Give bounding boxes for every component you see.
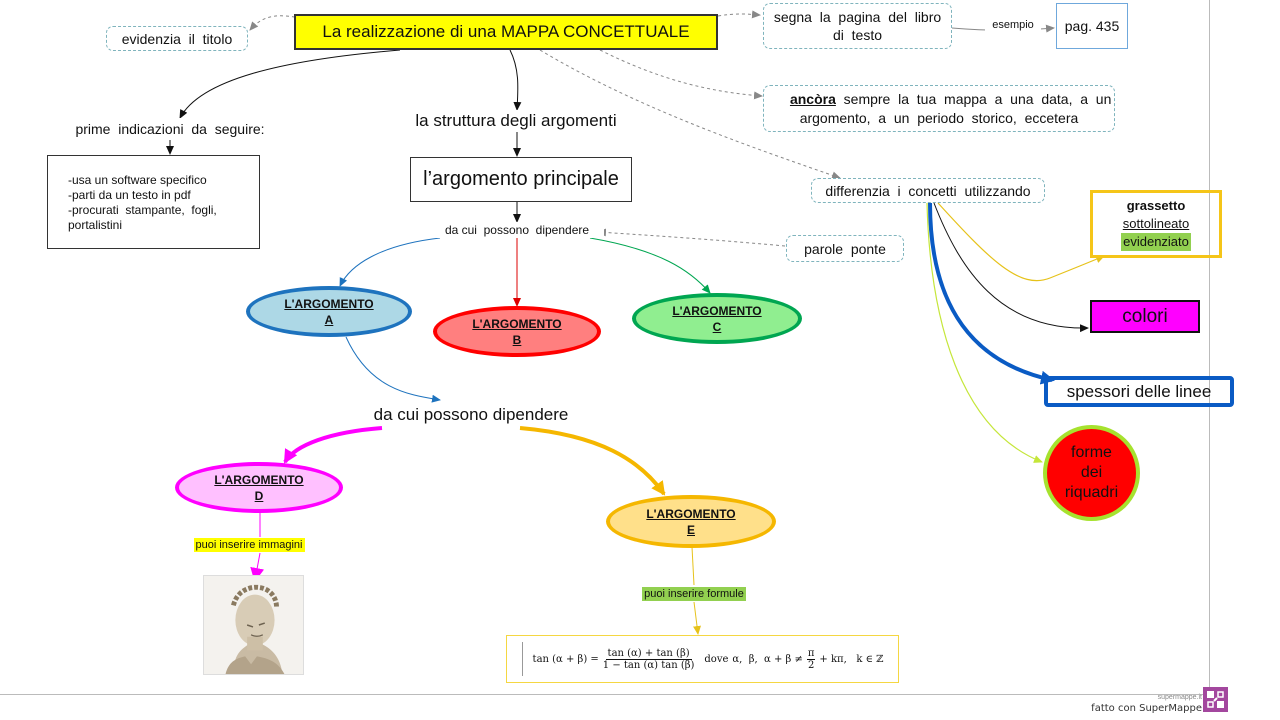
node-parole-ponte-text: parole ponte bbox=[804, 240, 886, 257]
link-dipendere2-d bbox=[283, 426, 383, 464]
node-differenzia-text: differenzia i concetti utilizzando bbox=[825, 182, 1031, 199]
node-evidenzia-text: evidenzia il titolo bbox=[121, 30, 233, 47]
node-dipendere-1-text: da cui possono dipendere bbox=[444, 223, 590, 237]
link-dipendere-a bbox=[339, 237, 441, 287]
map-title[interactable]: La realizzazione di una MAPPA CONCETTUAL… bbox=[294, 14, 718, 50]
node-grassetto[interactable]: grassetto sottolineato evidenziato bbox=[1090, 190, 1222, 258]
node-principale-text: l’argomento principale bbox=[423, 168, 619, 190]
oval-argomento-d-text: L'ARGOMENTO D bbox=[214, 472, 304, 503]
oval-argomento-b[interactable]: L'ARGOMENTO B bbox=[433, 306, 601, 357]
formula-dove: dove bbox=[704, 653, 729, 665]
node-dipendere-1[interactable]: da cui possono dipendere bbox=[430, 222, 604, 238]
node-pagina-text: pag. 435 bbox=[1064, 18, 1120, 34]
node-struttura[interactable]: la struttura degli argomenti bbox=[400, 110, 632, 132]
ancora-bold: ancòra bbox=[789, 90, 836, 107]
formula-numerator: tan (α) + tan (β) bbox=[605, 647, 692, 660]
link-a-dipendere2 bbox=[345, 336, 441, 403]
formula-two: 2 bbox=[807, 659, 815, 671]
formula-condition-a: α, β, α + β ≠ bbox=[732, 653, 803, 665]
node-segna-text: segna la pagina del libro di testo bbox=[773, 9, 942, 43]
text-sottolineato: sottolineato bbox=[1122, 216, 1190, 231]
oval-argomento-c-text: L'ARGOMENTO C bbox=[672, 303, 762, 334]
link-formule-formula bbox=[693, 601, 701, 635]
link-title-differenzia bbox=[539, 49, 841, 180]
node-spessori[interactable]: spessori delle linee bbox=[1044, 376, 1234, 407]
footer-small: supermappe.it bbox=[1148, 694, 1202, 704]
formula-denominator: 1 − tan (α) tan (β) bbox=[602, 659, 695, 671]
link-title-prime bbox=[179, 49, 401, 119]
node-prime-text: prime indicazioni da seguire: bbox=[75, 121, 265, 137]
link-dipendere-c bbox=[589, 237, 711, 294]
label-formule[interactable]: puoi inserire formule bbox=[634, 586, 754, 602]
formula-inner: tan (α + β) = tan (α) + tan (β) 1 − tan … bbox=[521, 642, 884, 676]
oval-argomento-a-text: L'ARGOMENTO A bbox=[284, 296, 374, 327]
node-forme[interactable]: forme dei riquadri bbox=[1043, 425, 1140, 521]
supermappe-logo-icon[interactable] bbox=[1203, 687, 1228, 712]
map-title-text: La realizzazione di una MAPPA CONCETTUAL… bbox=[322, 22, 690, 41]
oval-argomento-e[interactable]: L'ARGOMENTO E bbox=[606, 495, 776, 548]
node-spessori-text: spessori delle linee bbox=[1066, 381, 1212, 401]
label-formule-text: puoi inserire formule bbox=[642, 587, 746, 601]
link-title-evidenzia bbox=[249, 15, 296, 31]
formula-lhs: tan (α + β) = bbox=[532, 653, 599, 665]
link-differenzia-colori bbox=[933, 202, 1089, 333]
text-evidenziato: evidenziato bbox=[1121, 233, 1191, 251]
ancora-rest: sempre la tua mappa a una data, a un arg… bbox=[799, 90, 1112, 126]
footer-credit: fatto con SuperMappe bbox=[1086, 703, 1202, 717]
oval-argomento-c[interactable]: L'ARGOMENTO C bbox=[632, 293, 802, 344]
oval-argomento-d[interactable]: L'ARGOMENTO D bbox=[175, 462, 343, 513]
oval-argomento-b-text: L'ARGOMENTO B bbox=[472, 316, 562, 347]
link-title-struttura bbox=[509, 49, 522, 111]
node-forme-text: forme dei riquadri bbox=[1064, 444, 1119, 501]
formula-fraction: tan (α) + tan (β) 1 − tan (α) tan (β) bbox=[603, 648, 695, 671]
link-dipendere2-e bbox=[519, 426, 666, 496]
map-frame bbox=[0, 0, 1210, 695]
link-title-ancora bbox=[599, 49, 763, 100]
oval-argomento-e-text: L'ARGOMENTO E bbox=[646, 506, 736, 537]
oval-argomento-a[interactable]: L'ARGOMENTO A bbox=[246, 286, 412, 337]
node-segna[interactable]: segna la pagina del libro di testo bbox=[763, 3, 952, 49]
label-esempio: esempio bbox=[985, 17, 1041, 33]
node-istruzioni-text: -usa un software specifico -parti da un … bbox=[68, 173, 217, 232]
node-ancora-text: ancòra sempre la tua mappa a una data, a… bbox=[767, 71, 1112, 147]
formula-condition-b: + kπ, k ∈ ℤ bbox=[819, 653, 884, 665]
node-prime[interactable]: prime indicazioni da seguire: bbox=[62, 118, 278, 140]
text-grassetto: grassetto bbox=[1126, 198, 1186, 213]
node-dipendere-2-text: da cui possono dipendere bbox=[373, 405, 569, 424]
node-colori[interactable]: colori bbox=[1090, 300, 1200, 333]
node-parole-ponte[interactable]: parole ponte bbox=[786, 235, 904, 262]
label-esempio-text: esempio bbox=[992, 19, 1034, 31]
link-e-formule bbox=[691, 546, 695, 586]
node-ancora[interactable]: ancòra sempre la tua mappa a una data, a… bbox=[763, 85, 1115, 132]
link-title-segna bbox=[717, 10, 761, 19]
node-pagina[interactable]: pag. 435 bbox=[1056, 3, 1128, 49]
formula-box[interactable]: tan (α + β) = tan (α) + tan (β) 1 − tan … bbox=[506, 635, 899, 683]
bust-illustration bbox=[225, 584, 285, 674]
label-immagini[interactable]: puoi inserire immagini bbox=[186, 537, 312, 553]
node-differenzia[interactable]: differenzia i concetti utilizzando bbox=[811, 178, 1045, 203]
node-struttura-text: la struttura degli argomenti bbox=[415, 111, 617, 130]
logo-glyph bbox=[1207, 691, 1224, 708]
footer-small-text: supermappe.it bbox=[1157, 694, 1202, 701]
footer-credit-text: fatto con SuperMappe bbox=[1091, 703, 1202, 714]
link-ponte-dipendere bbox=[597, 228, 786, 247]
node-dipendere-2[interactable]: da cui possono dipendere bbox=[360, 404, 582, 426]
link-differenzia-forme bbox=[926, 202, 1043, 463]
label-immagini-text: puoi inserire immagini bbox=[193, 538, 305, 552]
node-colori-text: colori bbox=[1122, 305, 1168, 327]
link-differenzia-spessori bbox=[928, 202, 1055, 385]
formula-pi: π bbox=[806, 647, 816, 660]
node-istruzioni[interactable]: -usa un software specifico -parti da un … bbox=[47, 155, 260, 249]
image-bust[interactable] bbox=[203, 575, 304, 675]
node-principale[interactable]: l’argomento principale bbox=[410, 157, 632, 202]
formula-pi-fraction: π 2 bbox=[806, 647, 816, 671]
node-evidenzia[interactable]: evidenzia il titolo bbox=[106, 26, 248, 51]
link-differenzia-grassetto bbox=[937, 202, 1105, 282]
